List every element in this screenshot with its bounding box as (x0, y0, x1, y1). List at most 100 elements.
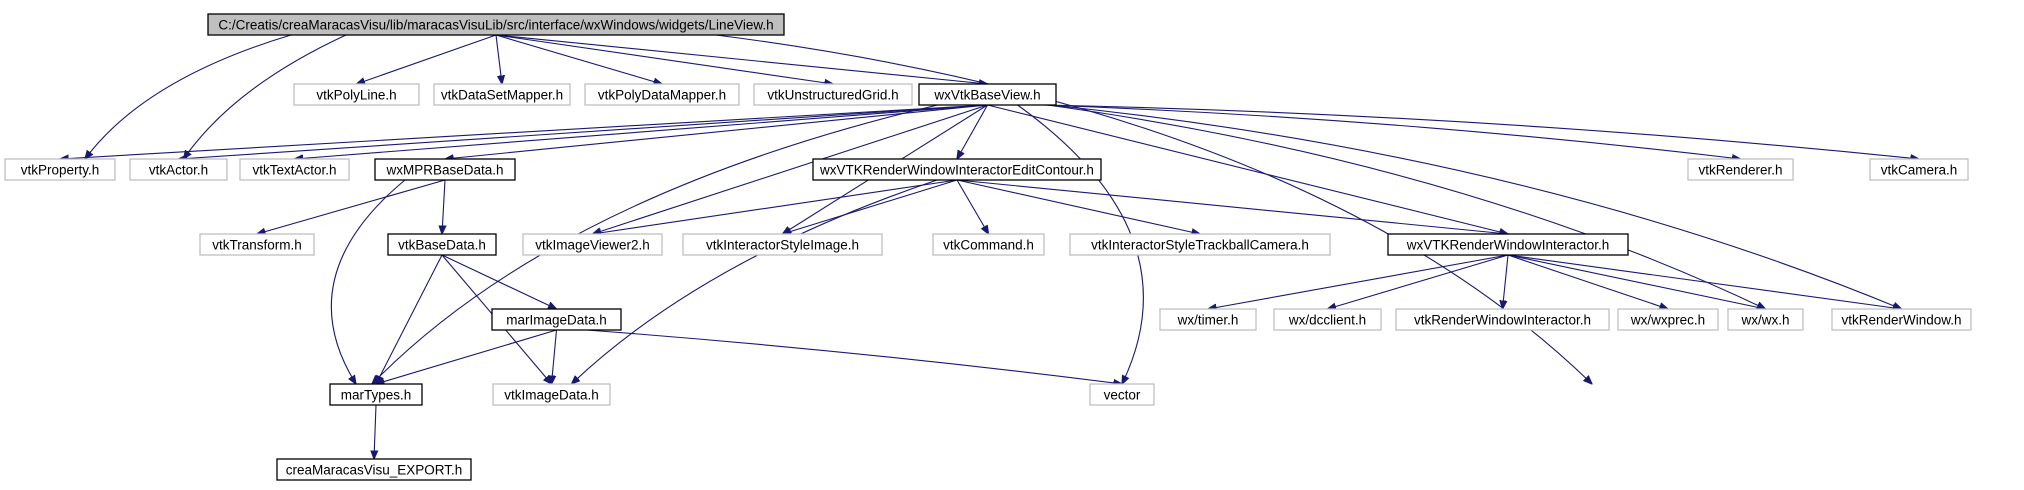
node-wxMPRBaseData[interactable]: wxMPRBaseData.h (374, 158, 516, 181)
node-box (753, 83, 913, 106)
edge-wxVtkBaseView-to-vtkActor (179, 104, 988, 159)
edge-wxVtkBaseView-to-wxMPRBaseData (445, 104, 988, 159)
edge-wxVTKRWI-to-vtkRenderWindow (1507, 254, 1902, 309)
node-box (1069, 233, 1331, 256)
node-label: marTypes.h (341, 388, 412, 403)
edge-root-to-vtkPolyDataMapper (495, 34, 662, 84)
node-marImageData[interactable]: marImageData.h (491, 308, 622, 331)
node-label: vector (1104, 388, 1141, 403)
node-label: vtkCamera.h (1881, 163, 1958, 178)
node-vtkBaseData[interactable]: vtkBaseData.h (387, 233, 497, 256)
edge-wxVTKRWI-to-wxTimer (1208, 254, 1509, 309)
edge-wxVtkBaseView-to-vtkRenderWindow (1049, 104, 1902, 309)
node-box (1273, 308, 1382, 331)
edge-root-to-vtkActor (184, 34, 347, 159)
node-box (1687, 158, 1794, 181)
edge-root-to-wxVtkBaseView (495, 34, 988, 84)
node-label: vtkDataSetMapper.h (441, 88, 563, 103)
node-box (387, 233, 497, 256)
node-label: creaMaracasVisu_EXPORT.h (286, 463, 463, 478)
node-vtkRenderWindow: vtkRenderWindow.h (1831, 308, 1972, 331)
node-wxWxprec: wx/wxprec.h (1617, 308, 1719, 331)
node-box (812, 158, 1102, 181)
node-box (1617, 308, 1719, 331)
node-label: vtkTransform.h (212, 238, 302, 253)
edge-wxVtkBaseView-to-vtkCamera (1045, 104, 1920, 159)
node-box (1395, 308, 1610, 331)
edge-wxVTKRWIEditContour-to-vtkInteractorStyleImage (783, 179, 958, 234)
node-vtkInteractorStyleTrackballCamera: vtkInteractorStyleTrackballCamera.h (1069, 233, 1331, 256)
edge-wxVTKRWI-to-wxWx (1507, 254, 1766, 309)
node-box (522, 233, 663, 256)
edge-marImageData-to-vector (586, 329, 1123, 384)
node-label: vtkCommand.h (943, 238, 1034, 253)
edge-wxVtkBaseView-to-wxVTKRWIEditContour (957, 104, 988, 159)
node-vector: vector (1089, 383, 1155, 406)
node-vtkPolyLine: vtkPolyLine.h (293, 83, 420, 106)
node-label: vtkRenderWindowInteractor.h (1414, 313, 1591, 328)
node-label: vtkTextActor.h (252, 163, 336, 178)
node-root[interactable]: C:/Creatis/creaMaracasVisu/lib/maracasVi… (207, 13, 785, 36)
edge-wxMPRBaseData-to-vtkTransform (257, 179, 446, 234)
edge-wxVtkBaseView-to-marTypes (372, 104, 938, 384)
edge-marImageData-to-vtkImageData (552, 329, 558, 384)
node-label: vtkRenderWindow.h (1841, 313, 1961, 328)
node-label: vtkImageData.h (504, 388, 599, 403)
edge-wxVTKRWIEditContour-to-vtkCommand (956, 179, 989, 234)
node-vtkProperty: vtkProperty.h (4, 158, 116, 181)
node-wxWx: wx/wx.h (1727, 308, 1804, 331)
node-label: vtkPolyDataMapper.h (598, 88, 726, 103)
node-label: wxVtkBaseView.h (933, 88, 1040, 103)
node-vtkImageViewer2: vtkImageViewer2.h (522, 233, 663, 256)
edge-vtkBaseData-to-marTypes (376, 254, 443, 384)
edge-wxVTKRWIEditContour-to-vtkInteractorStyleTrackballCamera (956, 179, 1200, 234)
edge-wxVtkBaseView-to-vtkRenderer (1043, 104, 1741, 159)
node-box (199, 233, 315, 256)
node-label: C:/Creatis/creaMaracasVisu/lib/maracasVi… (218, 18, 773, 33)
node-label: vtkPolyLine.h (316, 88, 396, 103)
node-wxTimer: wx/timer.h (1159, 308, 1257, 331)
node-vtkUnstructuredGrid: vtkUnstructuredGrid.h (753, 83, 913, 106)
node-vtkActor: vtkActor.h (129, 158, 228, 181)
node-label: vtkInteractorStyleTrackballCamera.h (1091, 238, 1309, 253)
node-label: vtkProperty.h (21, 163, 100, 178)
node-creaExport[interactable]: creaMaracasVisu_EXPORT.h (276, 458, 472, 481)
edge-marTypes-to-creaExport (374, 404, 376, 459)
node-vtkCamera: vtkCamera.h (1869, 158, 1969, 181)
node-label: vtkActor.h (149, 163, 208, 178)
node-label: wx/timer.h (1177, 313, 1239, 328)
node-box (433, 83, 571, 106)
edge-root-to-vtkProperty (85, 34, 292, 159)
edge-wxVtkBaseView-to-wxVTKRWI (987, 104, 1509, 234)
node-label: wxVTKRenderWindowInteractorEditContour.h (819, 163, 1094, 178)
node-vtkCommand: vtkCommand.h (932, 233, 1045, 256)
node-box (207, 13, 785, 36)
node-wxVTKRWI[interactable]: wxVTKRenderWindowInteractor.h (1387, 233, 1629, 256)
node-box (1831, 308, 1972, 331)
edge-root-to-vtkDataSetMapper (495, 34, 502, 84)
node-label: vtkUnstructuredGrid.h (767, 88, 898, 103)
node-marTypes[interactable]: marTypes.h (329, 383, 423, 406)
node-box (293, 83, 420, 106)
node-vtkDataSetMapper: vtkDataSetMapper.h (433, 83, 571, 106)
node-vtkRenderer: vtkRenderer.h (1687, 158, 1794, 181)
node-label: wx/dcclient.h (1288, 313, 1366, 328)
edge-wxVTKRWIEditContour-to-vtkImageData (572, 179, 938, 384)
node-label: vtkRenderer.h (1698, 163, 1782, 178)
node-wxVTKRWIEditContour[interactable]: wxVTKRenderWindowInteractorEditContour.h (812, 158, 1102, 181)
edge-wxVtkBaseView-to-wxWx (1047, 104, 1766, 309)
node-wxVtkBaseView[interactable]: wxVtkBaseView.h (918, 83, 1057, 106)
node-box (329, 383, 423, 406)
node-vtkTransform: vtkTransform.h (199, 233, 315, 256)
node-label: wx/wxprec.h (1630, 313, 1705, 328)
edge-wxVTKRWI-to-wxWxprec (1507, 254, 1668, 309)
edge-wxVTKRWI-to-vtkRWI (1503, 254, 1509, 309)
node-label: vtkInteractorStyleImage.h (706, 238, 859, 253)
node-box (4, 158, 116, 181)
edge-wxVtkBaseView-to-vtkTextActor (295, 104, 988, 159)
edge-wxVTKRWIEditContour-to-wxVTKRWI (956, 179, 1508, 234)
edge-wxVTKRWIEditContour-to-vtkImageViewer2 (593, 179, 958, 234)
node-box (491, 308, 622, 331)
node-vtkRWI: vtkRenderWindowInteractor.h (1395, 308, 1610, 331)
